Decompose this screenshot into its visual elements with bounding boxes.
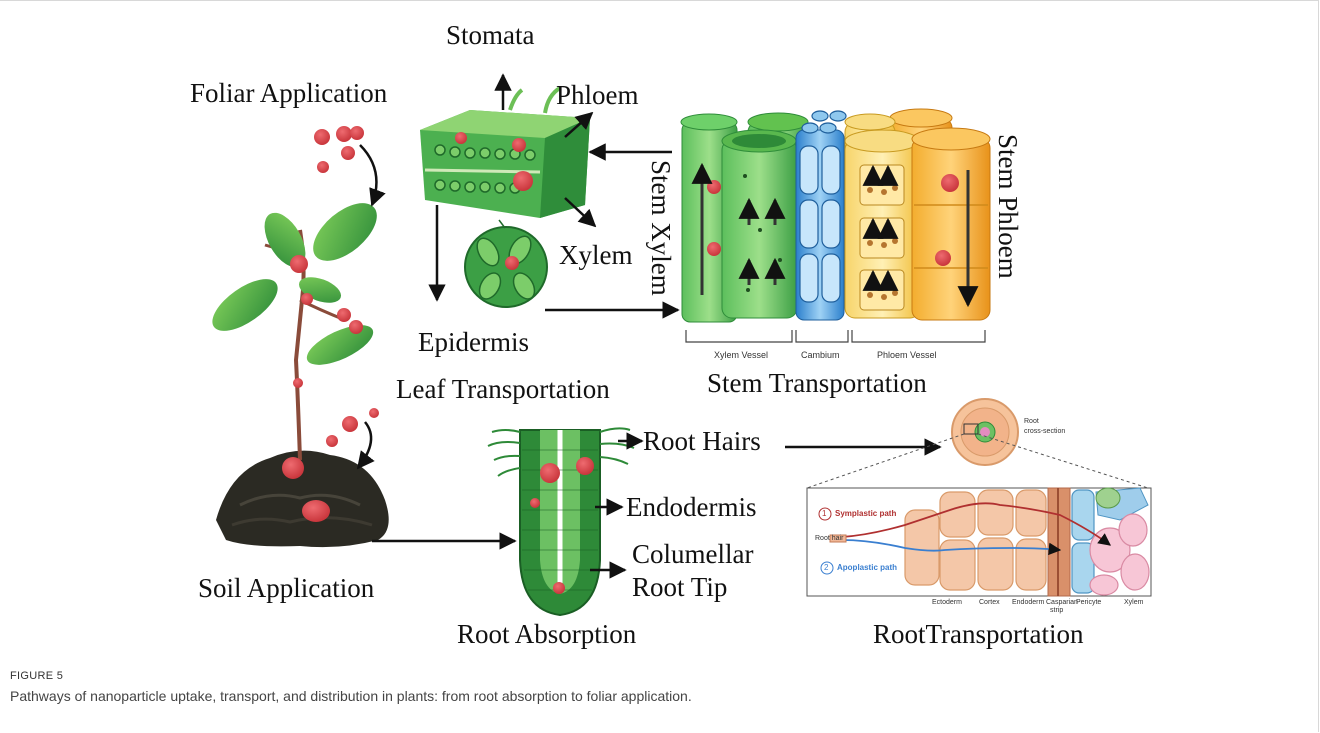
phloem-vessel-label: Phloem Vessel bbox=[877, 351, 937, 360]
casparian-label-2: strip bbox=[1050, 607, 1063, 614]
cambium-label: Cambium bbox=[801, 351, 840, 360]
columellar-label: Columellar bbox=[632, 541, 753, 568]
epidermis-label: Epidermis bbox=[418, 329, 529, 356]
stem-phloem-label: Stem Phloem bbox=[994, 134, 1021, 279]
root-tip-label: Root Tip bbox=[632, 574, 727, 601]
root-hairs-label: Root Hairs bbox=[643, 428, 761, 455]
root-cross-section-label-2: cross-section bbox=[1024, 428, 1065, 435]
pericyte-label: Pericyte bbox=[1076, 599, 1101, 606]
root-transportation-label: RootTransportation bbox=[873, 621, 1084, 648]
xylem-label: Xylem bbox=[559, 242, 633, 269]
stem-transportation-label: Stem Transportation bbox=[707, 370, 927, 397]
root-cross-section bbox=[807, 399, 1148, 488]
root-illustration bbox=[488, 428, 634, 615]
figure-label: FIGURE 5 bbox=[10, 670, 63, 682]
endodermis-label: Endodermis bbox=[626, 494, 756, 521]
figure-caption: Pathways of nanoparticle uptake, transpo… bbox=[10, 688, 692, 704]
root-absorption-label: Root Absorption bbox=[457, 621, 636, 648]
cortex-label: Cortex bbox=[979, 599, 1000, 606]
phloem-label: Phloem bbox=[556, 82, 639, 109]
leaf-transportation-label: Leaf Transportation bbox=[396, 376, 610, 403]
ectoderm-label: Ectoderm bbox=[932, 599, 962, 606]
casparian-label-1: Casparian bbox=[1046, 599, 1078, 606]
xylem-vessel-label: Xylem Vessel bbox=[714, 351, 768, 360]
apoplastic-path-label: Apoplastic path bbox=[837, 564, 897, 572]
foliar-application-label: Foliar Application bbox=[190, 80, 387, 107]
symplastic-path-label: Symplastic path bbox=[835, 510, 896, 518]
soil-application-label: Soil Application bbox=[198, 575, 374, 602]
plant-illustration bbox=[204, 126, 389, 547]
stomata-label: Stomata bbox=[446, 22, 535, 49]
endoderm-label: Endoderm bbox=[1012, 599, 1044, 606]
leaf-cross-section bbox=[420, 88, 590, 307]
stem-xylem-label: Stem Xylem bbox=[647, 160, 674, 296]
xylem-small-label: Xylem bbox=[1124, 599, 1143, 606]
root-transport-detail bbox=[807, 488, 1151, 596]
root-cross-section-label-1: Root bbox=[1024, 418, 1039, 425]
symplastic-number: 1 bbox=[822, 510, 826, 518]
stem-vessels bbox=[681, 109, 990, 342]
root-hair-label: Root hair bbox=[815, 535, 843, 542]
apoplastic-number: 2 bbox=[824, 564, 828, 572]
